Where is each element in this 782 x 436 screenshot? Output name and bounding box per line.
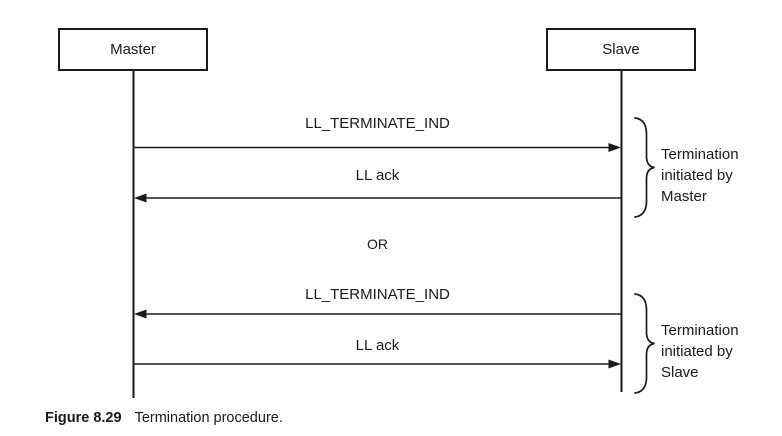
brace-master-initiated	[634, 117, 655, 218]
arrowhead-right-icon	[608, 143, 621, 152]
annotation-master-initiated: Termination initiated by Master	[661, 146, 739, 205]
arrowhead-left-icon	[134, 193, 147, 203]
message-label-ll-terminate-ind-1: LL_TERMINATE_IND	[305, 115, 450, 132]
actor-label-slave: Slave	[602, 41, 640, 58]
figure-caption-number: Figure 8.29	[45, 410, 122, 426]
arrow-ll-ack-master-to-slave	[133, 359, 621, 369]
arrow-ll-terminate-ind-master-to-slave	[133, 143, 621, 152]
figure-caption-text: Termination procedure.	[134, 410, 283, 426]
figure-caption: Figure 8.29 Termination procedure.	[45, 410, 283, 426]
message-label-ll-terminate-ind-2: LL_TERMINATE_IND	[305, 286, 450, 303]
arrow-ll-ack-slave-to-master	[134, 193, 622, 203]
arrow-ll-terminate-ind-slave-to-master	[134, 309, 622, 319]
brace-slave-initiated	[634, 293, 655, 394]
actor-box-slave: Slave	[546, 28, 696, 71]
arrowhead-left-icon	[134, 309, 147, 319]
actor-box-master: Master	[58, 28, 208, 71]
or-separator-label: OR	[367, 236, 388, 252]
actor-label-master: Master	[110, 41, 156, 58]
message-label-ll-ack-1: LL ack	[355, 167, 400, 184]
message-label-ll-ack-2: LL ack	[355, 337, 400, 354]
arrowhead-right-icon	[608, 359, 621, 369]
annotation-slave-initiated: Termination initiated by Slave	[661, 322, 739, 381]
